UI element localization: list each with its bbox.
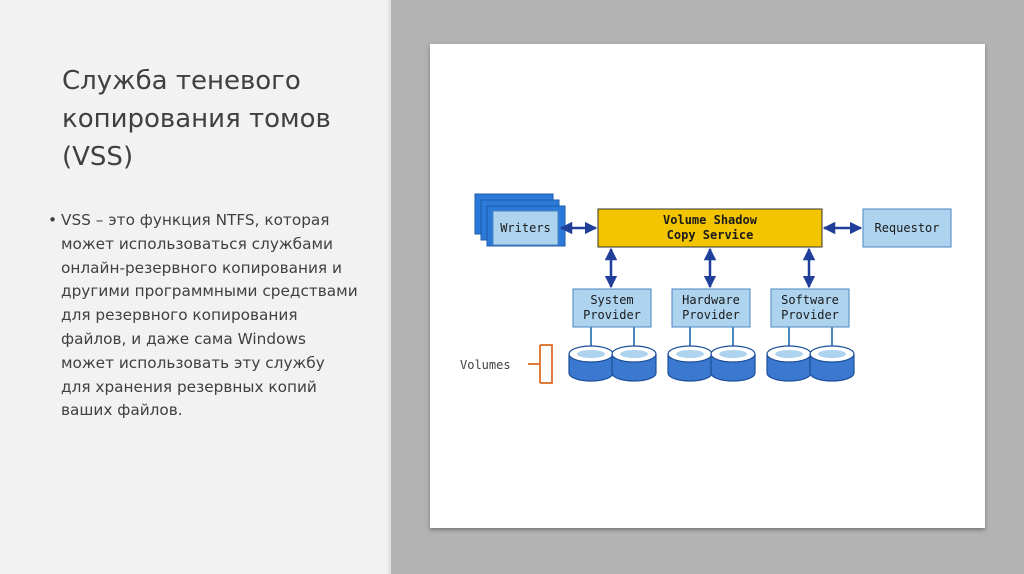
text-panel: [0, 0, 390, 574]
hardware-provider: Hardware Provider: [671, 288, 751, 328]
disk-icon: [766, 345, 812, 382]
bullet-dot: •: [48, 211, 58, 229]
writers-box: [492, 210, 559, 246]
vss-service-label-line2: Copy Service: [667, 228, 754, 242]
slide-title: Служба теневого копирования томов (VSS): [62, 66, 331, 172]
panel-divider: [388, 0, 391, 574]
volume-connectors: [590, 327, 833, 347]
requestor: Requestor: [862, 208, 952, 248]
disk-icon: [667, 345, 713, 382]
volumes-bracket: [528, 344, 553, 384]
disk-icon: [568, 345, 614, 382]
software-provider-line2: Provider: [781, 308, 839, 322]
bullet-text: VSS – это функция NTFS, которая может ис…: [61, 211, 358, 420]
bullet-item: • VSS – это функция NTFS, которая может …: [48, 209, 358, 423]
system-provider-box: [572, 288, 652, 328]
disk-icon: [611, 345, 657, 382]
vss-diagram-card: Writers Volume Shadow Copy Service Reque…: [430, 44, 985, 528]
disk-icon: [710, 345, 756, 382]
requestor-box: [862, 208, 952, 248]
disk-group: [568, 345, 855, 382]
vss-service: Volume Shadow Copy Service: [597, 208, 823, 248]
software-provider: Software Provider: [770, 288, 850, 328]
system-provider: System Provider: [572, 288, 652, 328]
system-provider-line2: Provider: [583, 308, 641, 322]
volumes-label: Volumes: [460, 358, 511, 372]
slide-body: • VSS – это функция NTFS, которая может …: [48, 209, 358, 423]
hardware-provider-box: [671, 288, 751, 328]
vss-diagram: Writers Volume Shadow Copy Service Reque…: [460, 193, 952, 384]
vss-service-box: [597, 208, 823, 248]
software-provider-line1: Software: [781, 293, 839, 307]
hardware-provider-line1: Hardware: [682, 293, 740, 307]
system-provider-line1: System: [590, 293, 633, 307]
software-provider-box: [770, 288, 850, 328]
vss-service-label-line1: Volume Shadow: [663, 213, 758, 227]
writers-stack: Writers: [474, 193, 566, 247]
hardware-provider-line2: Provider: [682, 308, 740, 322]
writers-label: Writers: [500, 221, 551, 235]
requestor-label: Requestor: [874, 221, 939, 235]
disk-icon: [809, 345, 855, 382]
